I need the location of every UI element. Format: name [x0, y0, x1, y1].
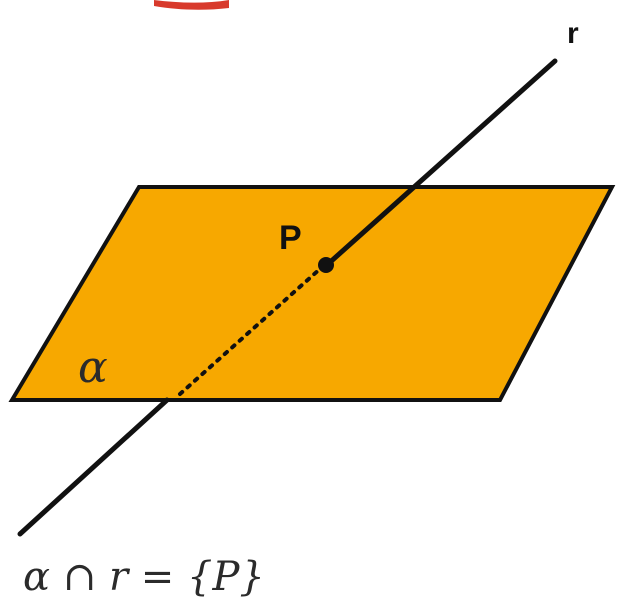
line-r-upper-segment: [325, 58, 558, 267]
line-r-lower-segment: [17, 397, 170, 537]
plane-alpha-label: α: [78, 342, 108, 393]
plane-alpha: [8, 185, 616, 402]
top-red-accent: [154, 0, 229, 10]
point-p-marker: [318, 257, 334, 273]
intersection-formula: α ∩ r = {P}: [23, 554, 265, 600]
line-r-hidden-segment: [178, 266, 323, 396]
point-p-label: P: [279, 219, 302, 257]
line-r-label: r: [567, 17, 579, 50]
